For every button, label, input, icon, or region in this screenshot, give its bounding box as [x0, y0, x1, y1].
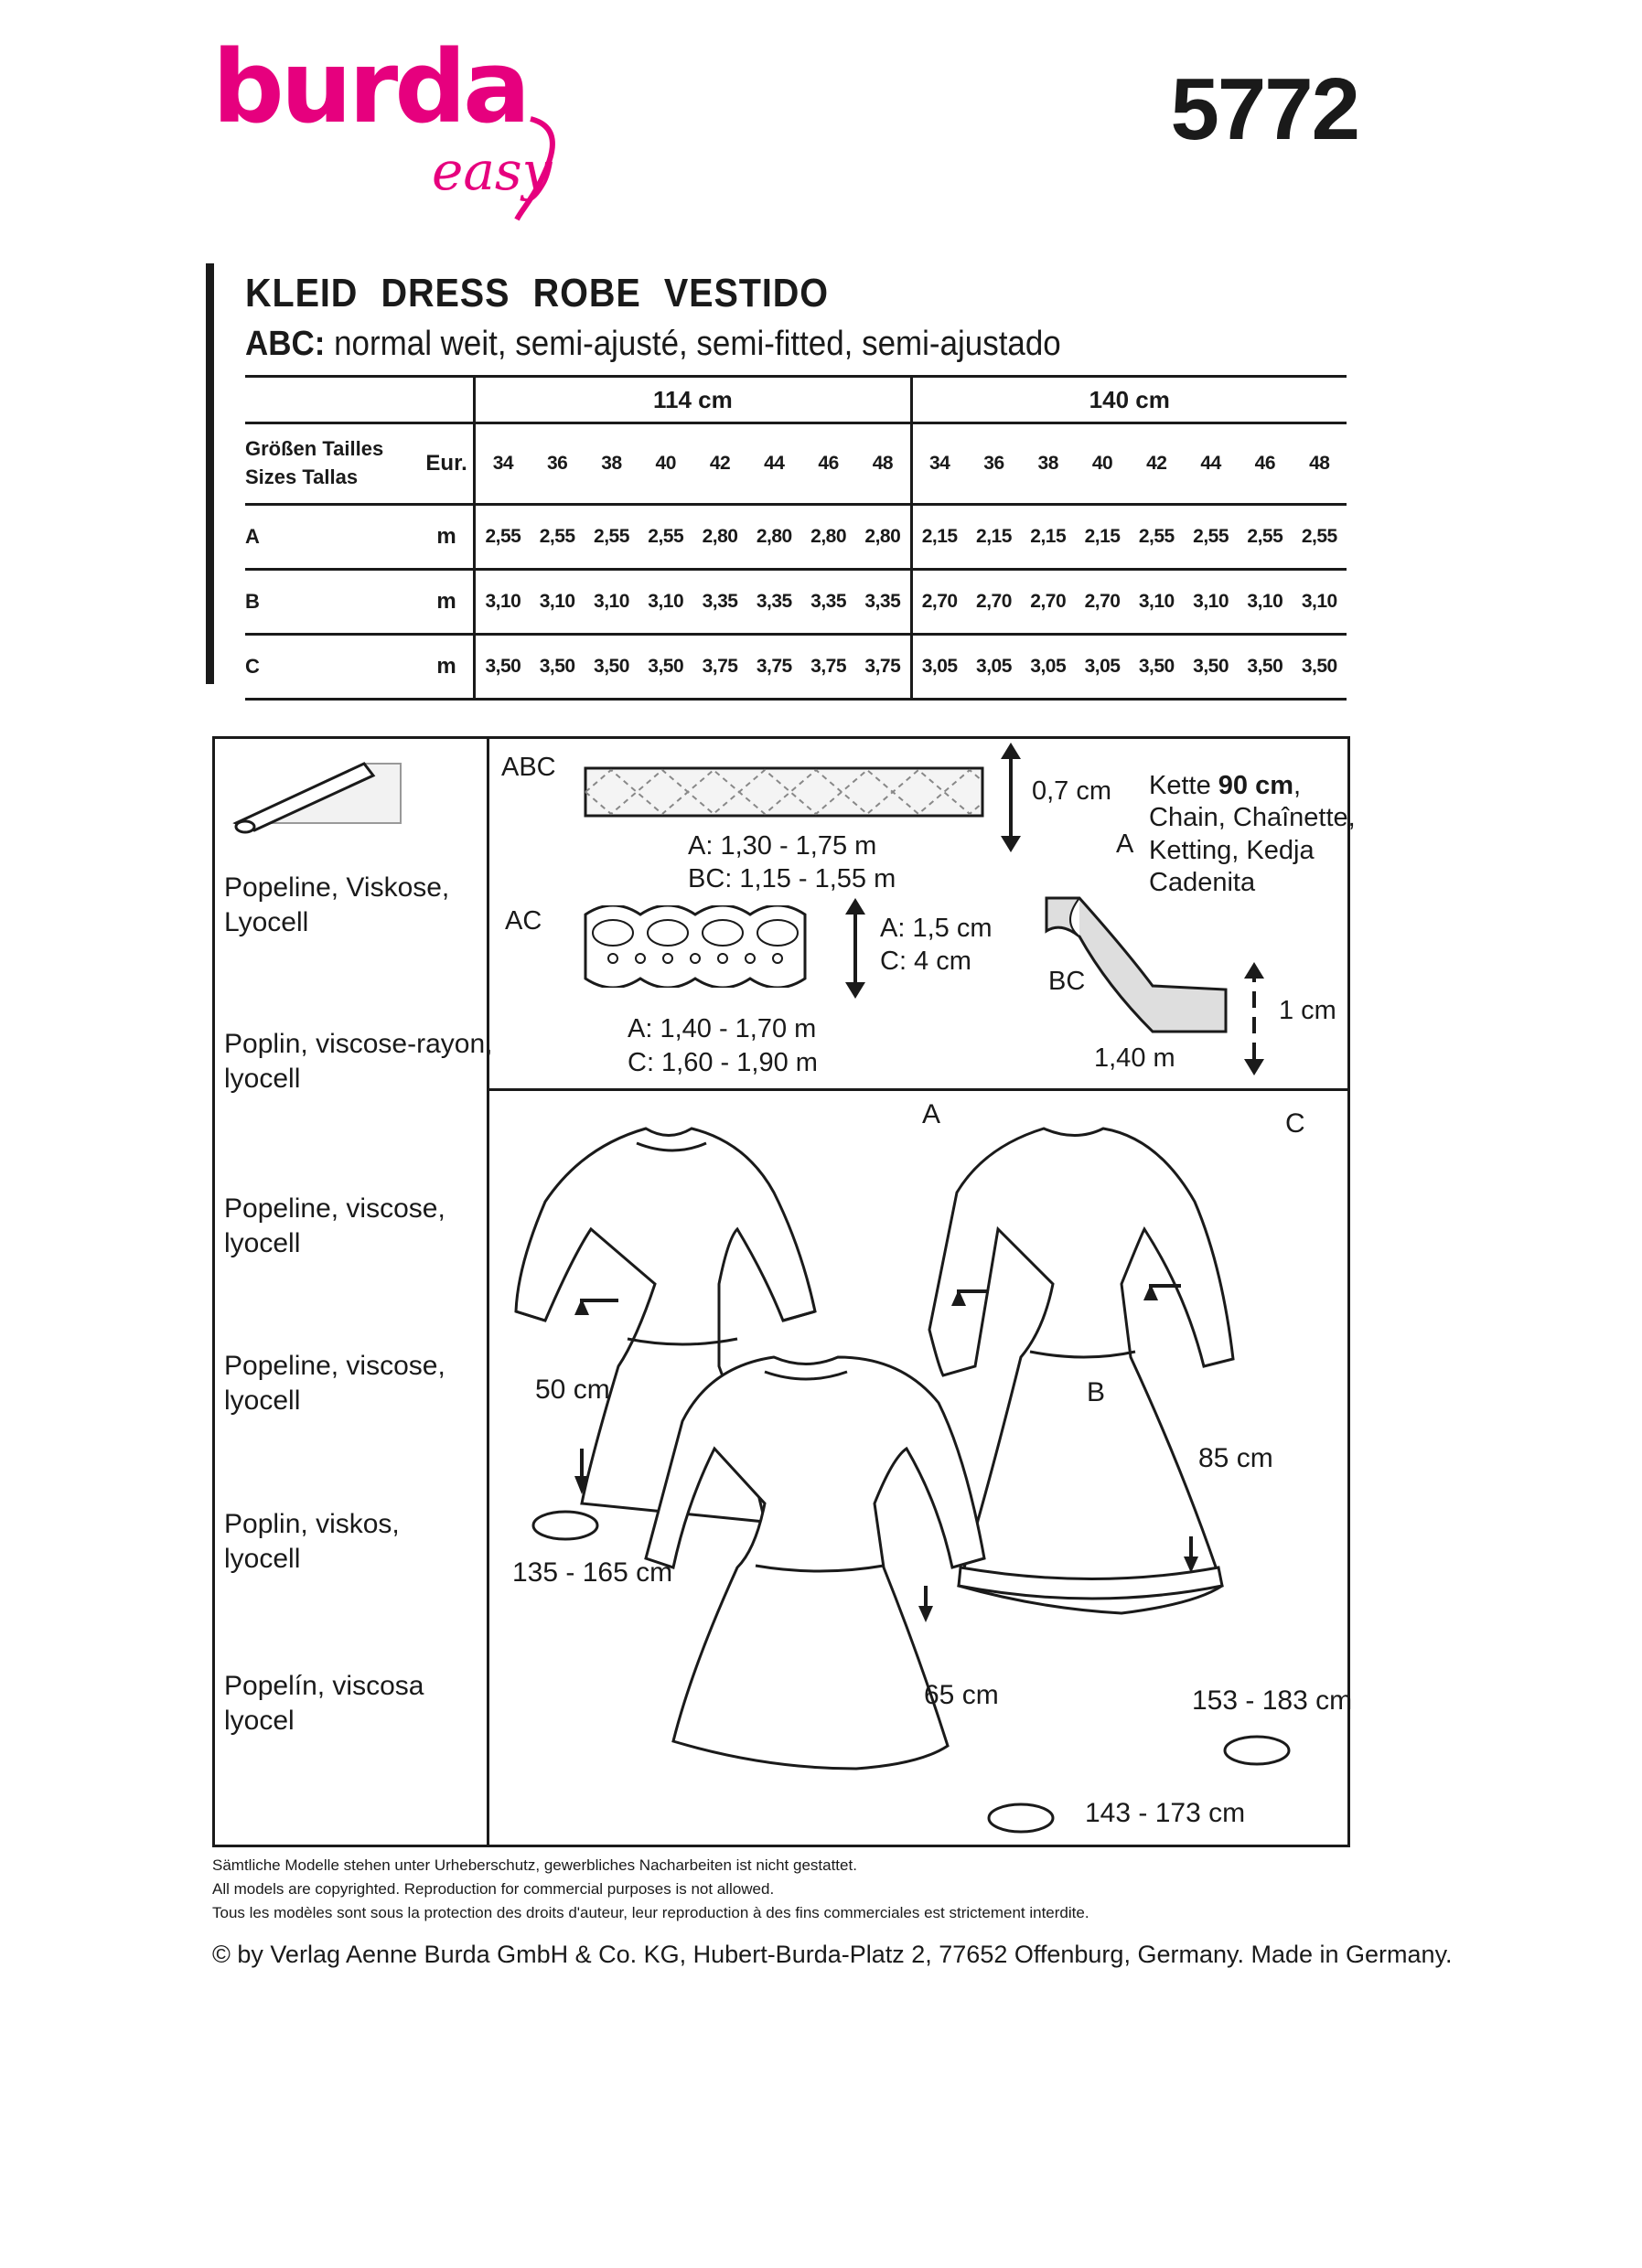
lace-trim-icon: [584, 905, 807, 988]
fit-prefix: ABC:: [245, 325, 326, 363]
dress-b-drawing: [644, 1355, 986, 1771]
legal-fr: Tous les modèles sont sous la protection…: [212, 1904, 1089, 1921]
elastic-width: 1 cm: [1279, 996, 1336, 1025]
notion-label-abc: ABC: [501, 753, 556, 782]
title-en: DRESS: [381, 271, 510, 316]
length-c: 85 cm: [1198, 1443, 1273, 1473]
divider: [487, 1088, 1350, 1091]
dress-illustrations: [514, 1127, 1291, 1834]
width-arrow-icon: [1244, 962, 1264, 1075]
fit-text: normal weit, semi-ajusté, semi-fitted, s…: [325, 325, 1061, 363]
fabric-en: Poplin, viscose-rayon, lyocell: [224, 1029, 493, 1094]
view-c-label: C: [1285, 1108, 1305, 1139]
copyright: © by Verlag Aenne Burda GmbH & Co. KG, H…: [212, 1941, 1453, 1968]
width-arrow-icon: [1001, 743, 1021, 852]
fit-description: ABC: normal weit, semi-ajusté, semi-fitt…: [245, 325, 1061, 364]
lace-length-a: A: 1,40 - 1,70 m: [628, 1014, 817, 1043]
brand-logo: burda: [212, 28, 531, 145]
fabric-fr: Popeline, viscose, lyocell: [224, 1193, 445, 1258]
notions-box: [212, 736, 1350, 1847]
logo-swash-icon: [514, 116, 555, 221]
elastic-length: 1,40 m: [1094, 1043, 1175, 1073]
page-title: KLEID DRESS ROBE VESTIDO: [245, 271, 852, 316]
legal-de: Sämtliche Modelle stehen unter Urhebersc…: [212, 1856, 857, 1874]
title-fr: ROBE: [532, 271, 641, 316]
dress-c-drawing: [928, 1127, 1235, 1615]
tape-width: 0,7 cm: [1032, 776, 1112, 806]
title-es: VESTIDO: [663, 271, 829, 316]
hem-b: 143 - 173 cm: [1085, 1798, 1246, 1828]
view-b-label: B: [1087, 1377, 1106, 1407]
hem-a: 135 - 165 cm: [512, 1557, 673, 1588]
width-140: 140 cm: [911, 375, 1347, 424]
bias-tape-icon: [584, 766, 984, 818]
width-arrow-icon: [845, 898, 865, 999]
fabric-es: Popelín, viscosa lyocel: [224, 1671, 424, 1736]
chain-view: A: [1116, 829, 1134, 859]
elastic-view: BC: [1048, 967, 1086, 996]
brand-logo-sub: easy: [432, 140, 553, 202]
elastic-icon: [1045, 896, 1228, 1033]
tape-length-bc: BC: 1,15 - 1,55 m: [688, 864, 896, 893]
header-bar: [206, 263, 214, 684]
length-b: 65 cm: [924, 1680, 999, 1710]
length-a: 50 cm: [535, 1375, 610, 1405]
hem-c: 153 - 183 cm: [1192, 1685, 1353, 1716]
view-a-label: A: [922, 1099, 941, 1129]
lace-length-c: C: 1,60 - 1,90 m: [628, 1048, 818, 1077]
eur-label: Eur.: [419, 423, 477, 506]
fabric-sv: Poplin, viskos, lyocell: [224, 1509, 400, 1574]
notion-label-ac: AC: [505, 906, 542, 936]
divider: [487, 736, 489, 1847]
title-de: KLEID: [245, 271, 359, 316]
lace-width-a: A: 1,5 cm: [880, 914, 993, 943]
lace-width-c: C: 4 cm: [880, 947, 971, 976]
chain-text: Kette 90 cm, Chain, Chaînette, Ketting, …: [1149, 771, 1356, 898]
pattern-number: 5772: [1170, 60, 1360, 158]
fabric-nl: Popeline, viscose, lyocell: [224, 1351, 445, 1416]
legal-en: All models are copyrighted. Reproduction…: [212, 1880, 775, 1898]
width-114: 114 cm: [474, 375, 913, 424]
fabric-roll-icon: [232, 762, 402, 834]
fabric-de: Popeline, Viskose, Lyocell: [224, 872, 450, 937]
tape-length-a: A: 1,30 - 1,75 m: [688, 831, 877, 861]
